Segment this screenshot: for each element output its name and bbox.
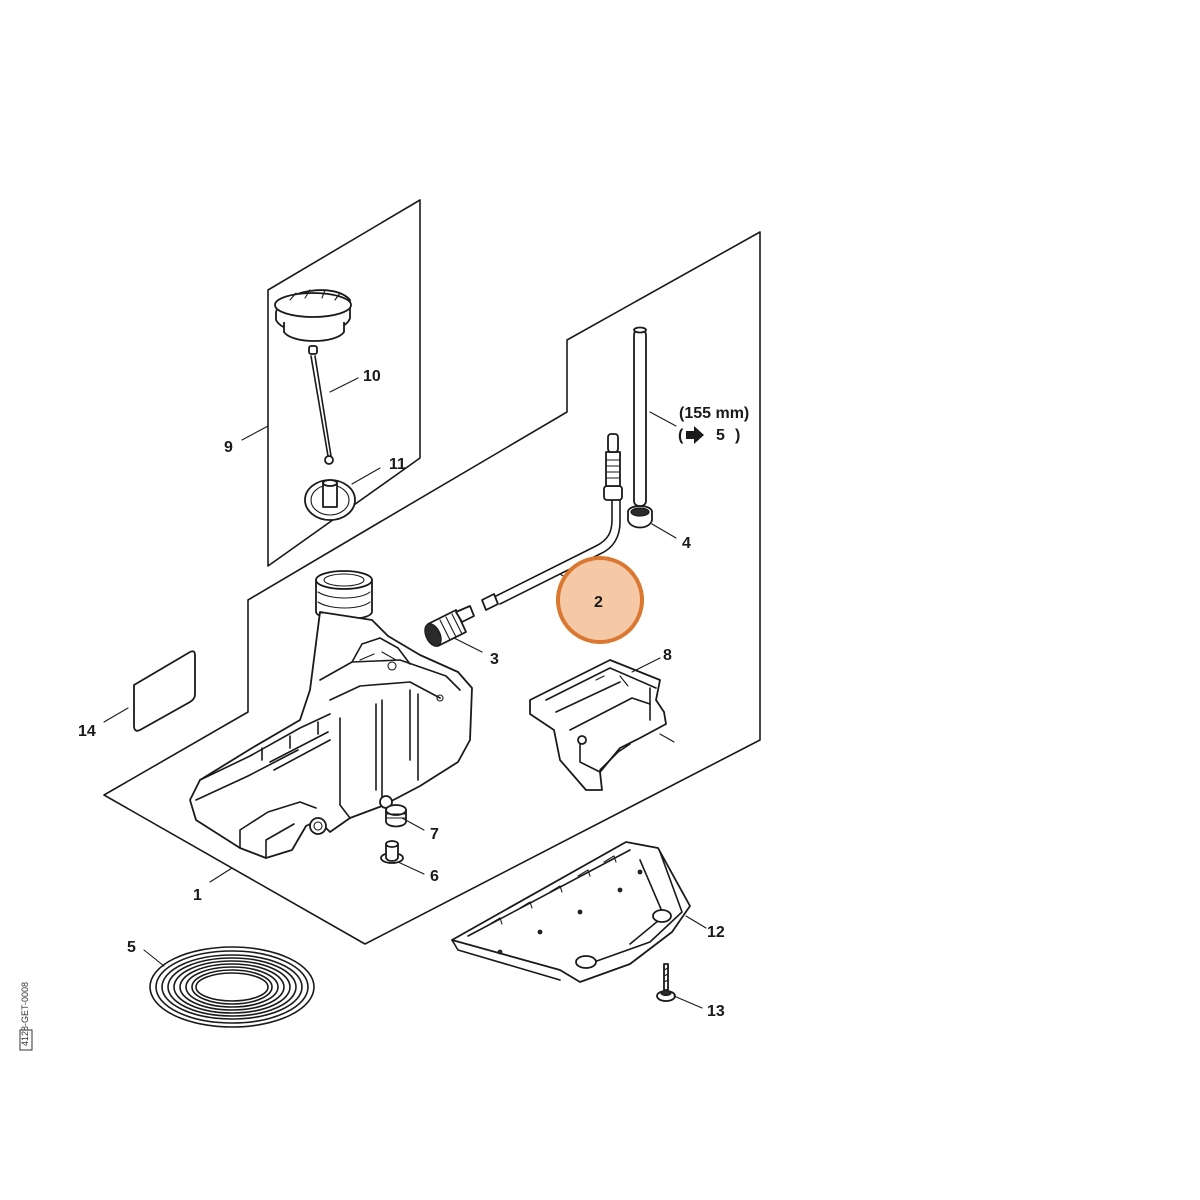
- callout-14[interactable]: 14: [78, 723, 96, 740]
- part-4-vent-valve[interactable]: [627, 326, 653, 529]
- frame-lines: [103, 199, 761, 945]
- part-14-label[interactable]: [133, 650, 196, 732]
- drawing-code-text: 4128-GET-0008: [20, 982, 30, 1046]
- part-2-fuel-hose[interactable]: [481, 433, 623, 611]
- callout-1[interactable]: 1: [193, 887, 202, 904]
- callout-10[interactable]: 10: [363, 368, 381, 385]
- highlight-circle: [556, 556, 644, 644]
- callout-7[interactable]: 7: [430, 826, 439, 843]
- part-13-screw[interactable]: [656, 963, 676, 1002]
- callout-12[interactable]: 12: [707, 924, 725, 941]
- callout-8[interactable]: 8: [663, 647, 672, 664]
- leader-lines: [103, 377, 707, 1009]
- part-5-hose-coil[interactable]: [149, 946, 315, 1028]
- part-6-plug[interactable]: [380, 840, 404, 864]
- arrow-right-icon: [686, 426, 704, 444]
- part-8-bracket[interactable]: [529, 659, 675, 791]
- callout-5[interactable]: 5: [127, 939, 136, 956]
- part-9-filler-cap[interactable]: [274, 289, 352, 355]
- length-paren-open: (: [678, 427, 684, 444]
- length-note: (155 mm) ( 5 ): [678, 405, 749, 444]
- drawing-code-box-icon: [19, 1029, 33, 1051]
- part-10-cord[interactable]: [310, 355, 334, 465]
- part-12-cover[interactable]: [451, 841, 691, 983]
- part-11-strainer[interactable]: [304, 479, 356, 521]
- part-7-grommet[interactable]: [385, 804, 407, 828]
- callout-4[interactable]: 4: [682, 535, 691, 552]
- callout-13[interactable]: 13: [707, 1003, 725, 1020]
- part-1-fuel-tank[interactable]: [189, 570, 473, 859]
- callout-11[interactable]: 11: [389, 456, 406, 473]
- callout-6[interactable]: 6: [430, 868, 439, 885]
- drawing-code: 4128-GET-0008: [20, 982, 30, 1046]
- callout-9[interactable]: 9: [224, 439, 233, 456]
- callout-2[interactable]: 2: [594, 594, 603, 611]
- callout-labels: 1 2 3 4 5 6 7 8 9 10 11 12 13 14: [78, 368, 725, 1020]
- length-ref-number: 5: [716, 427, 725, 444]
- part-3-fuel-filter[interactable]: [422, 605, 475, 649]
- length-paren-close: ): [735, 427, 740, 444]
- length-text: (155 mm): [679, 405, 749, 422]
- callout-3[interactable]: 3: [490, 651, 499, 668]
